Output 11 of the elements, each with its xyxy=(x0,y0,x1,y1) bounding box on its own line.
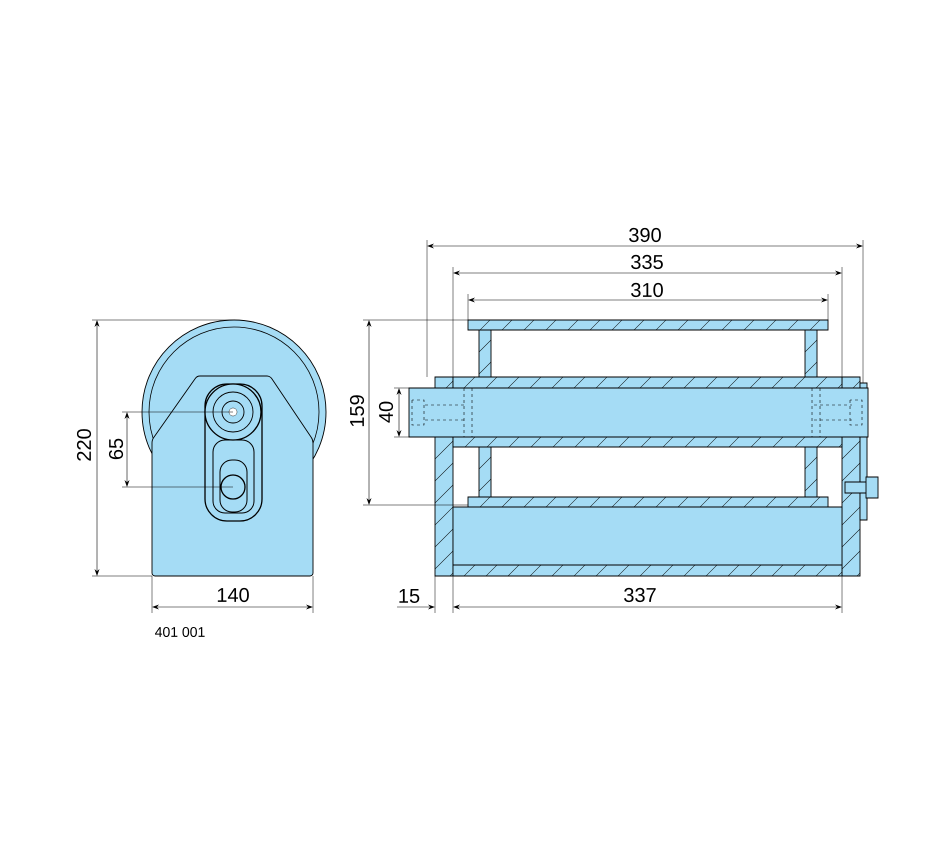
dimension-text: 337 xyxy=(624,588,656,602)
dimension-text: 140 xyxy=(218,588,249,602)
dimension-text: 65 xyxy=(108,438,124,460)
dimension-text: 15 xyxy=(399,589,420,603)
dimension-text: 310 xyxy=(631,282,663,298)
dimension-text: 401 001 xyxy=(155,627,205,637)
dimension-text: 390 xyxy=(629,228,661,242)
dimension-text: 40 xyxy=(378,402,394,423)
dimension-text: 159 xyxy=(350,395,364,426)
dimension-text: 335 xyxy=(631,254,663,270)
dimension-text: 220 xyxy=(76,429,92,461)
